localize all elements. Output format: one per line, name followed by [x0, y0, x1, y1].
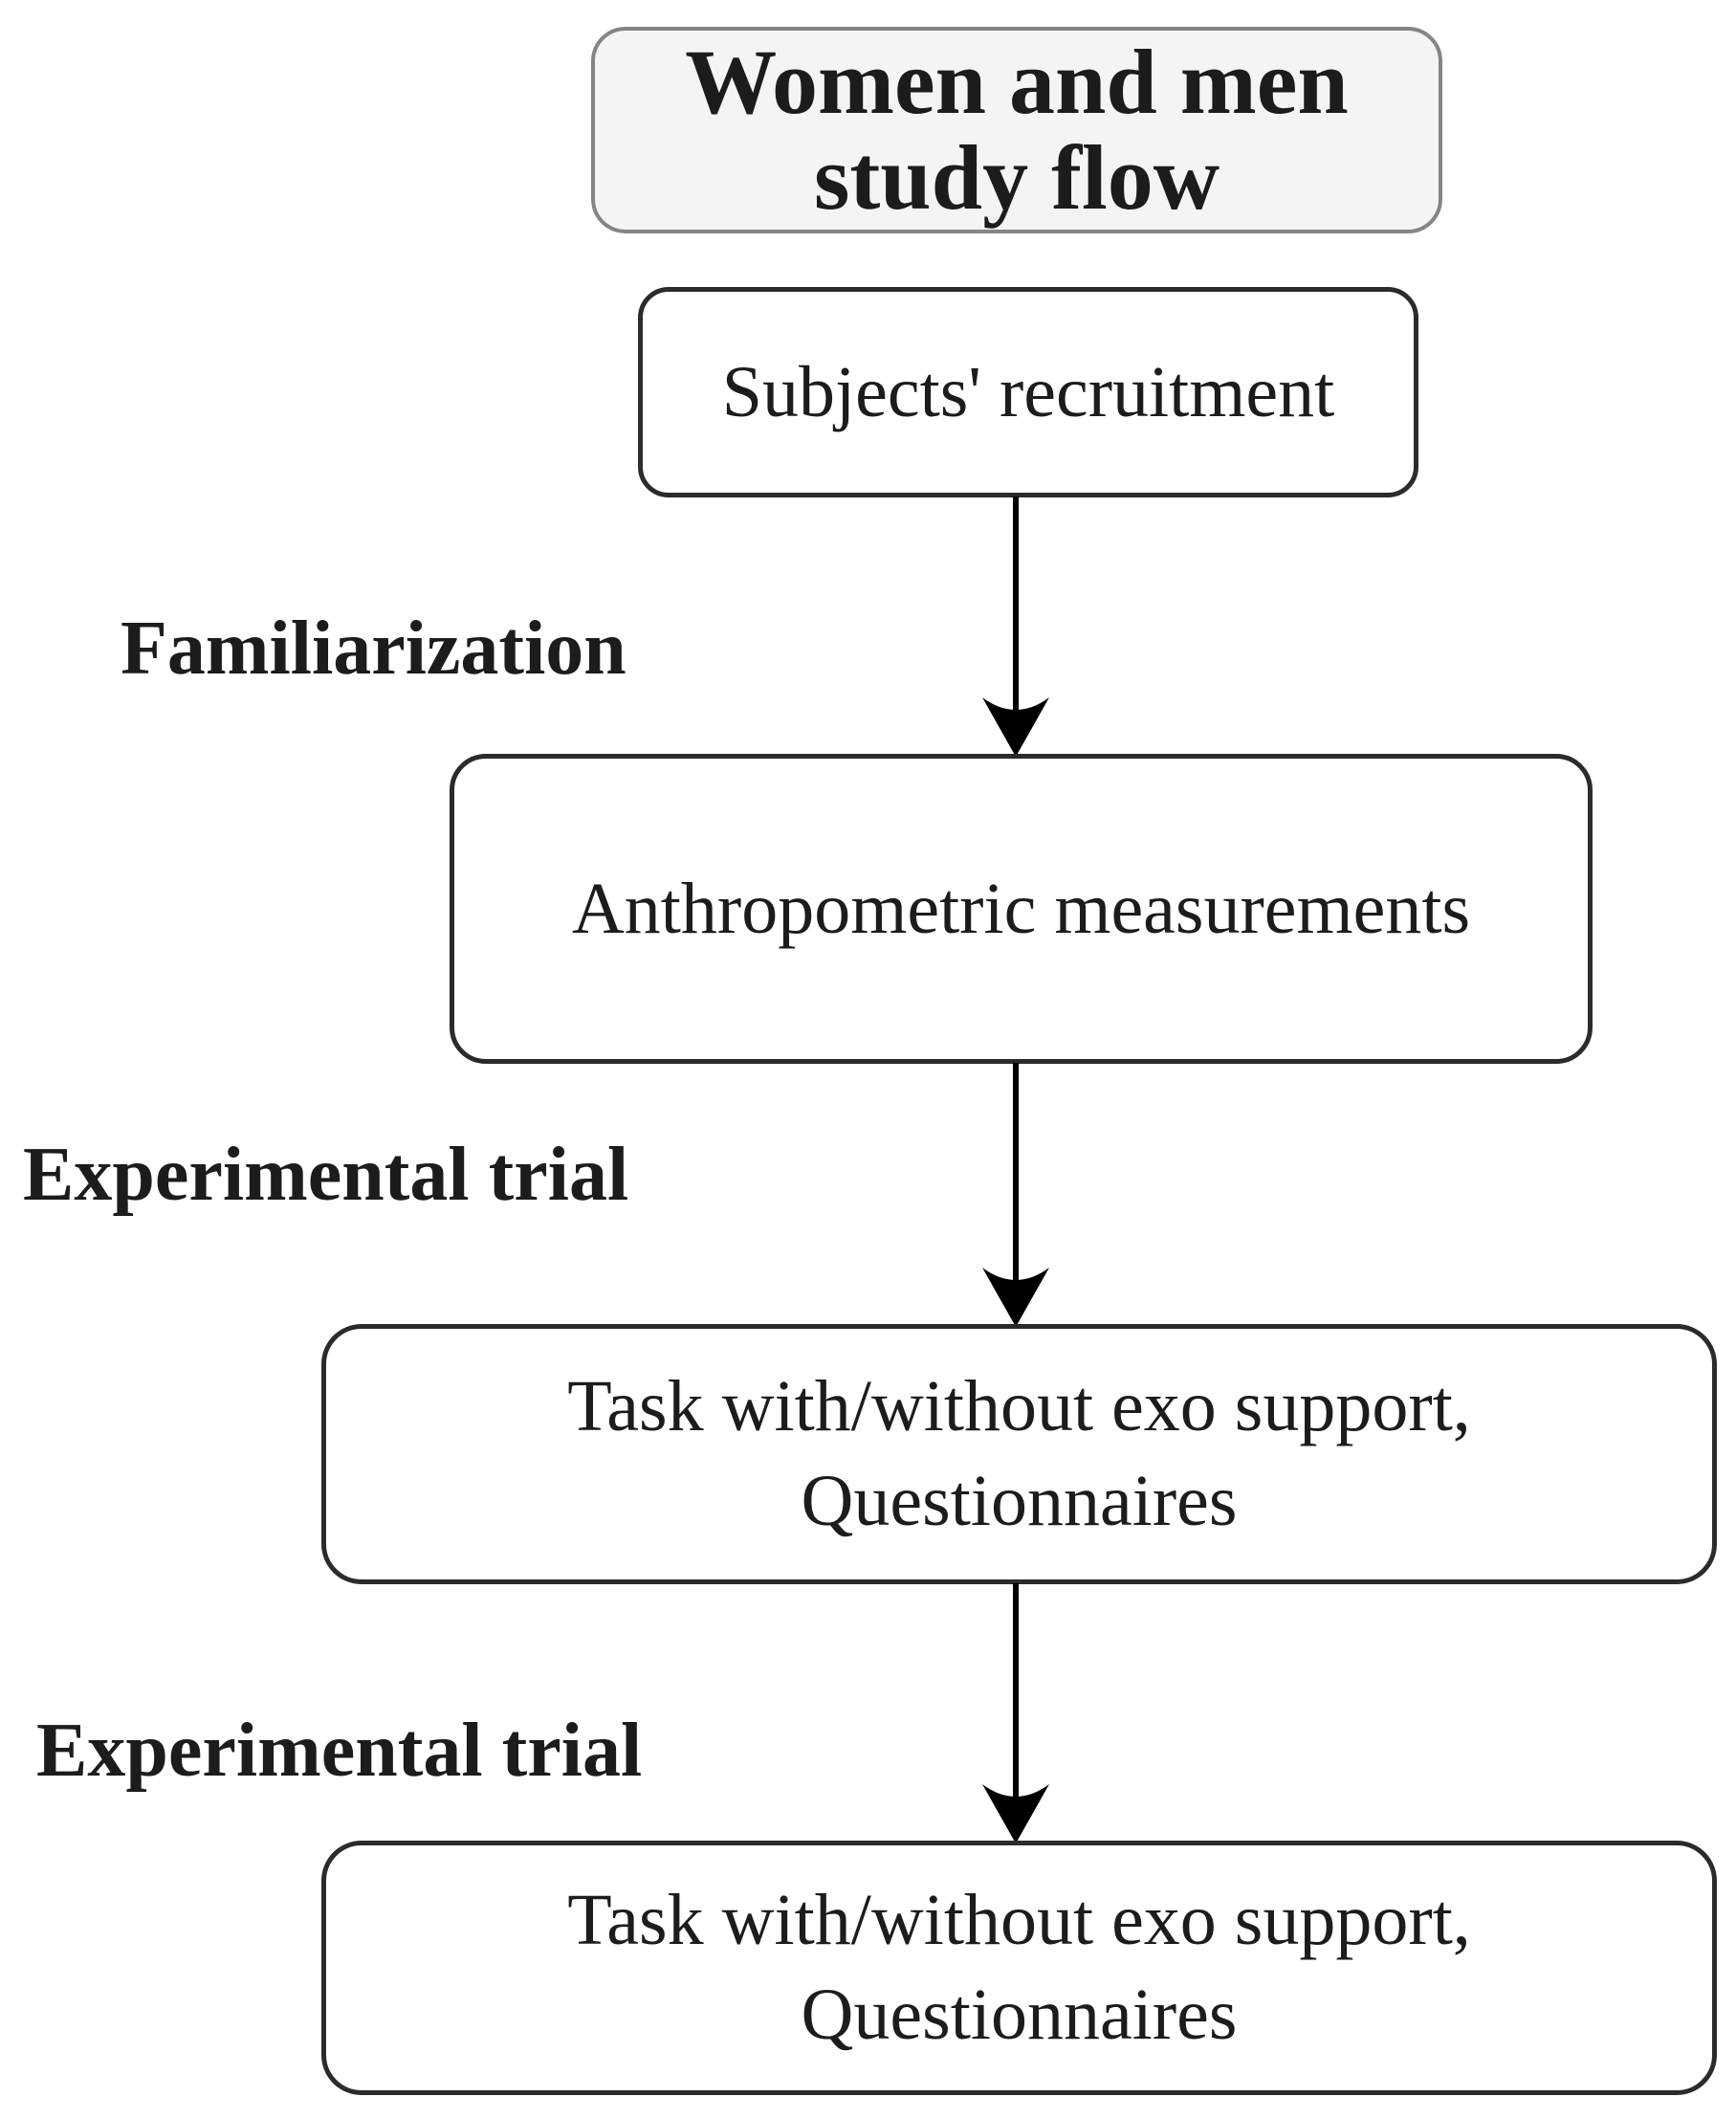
- box-experimental-task-1-line-2: Questionnaires: [801, 1461, 1238, 1541]
- stage-label-experimental-trial-2: Experimental trial: [36, 1709, 643, 1793]
- box-experimental-task-2-line-1: Task with/without exo support,: [567, 1880, 1471, 1960]
- box-subjects-recruitment: Subjects' recruitment: [638, 287, 1418, 497]
- box-anthropometric-measurements: Anthropometric measurements: [450, 754, 1593, 1064]
- box-experimental-task-2: Task with/without exo support, Questionn…: [321, 1841, 1717, 2095]
- title-box: Women and men study flow: [591, 27, 1442, 233]
- stage-label-familiarization: Familiarization: [121, 607, 626, 691]
- box-experimental-task-1-line-1: Task with/without exo support,: [567, 1366, 1471, 1446]
- box-experimental-task-2-line-2: Questionnaires: [801, 1975, 1238, 2055]
- stage-label-experimental-trial-1: Experimental trial: [23, 1133, 629, 1217]
- arrow-down-icon: [982, 1583, 1049, 1843]
- box-subjects-recruitment-label: Subjects' recruitment: [721, 352, 1335, 432]
- title-line-2: study flow: [813, 126, 1220, 229]
- arrow-down-icon: [982, 497, 1049, 757]
- arrow-down-icon: [982, 1063, 1049, 1327]
- title-line-1: Women and men: [685, 31, 1349, 133]
- box-anthropometric-measurements-label: Anthropometric measurements: [571, 869, 1471, 949]
- box-experimental-task-1: Task with/without exo support, Questionn…: [321, 1324, 1717, 1584]
